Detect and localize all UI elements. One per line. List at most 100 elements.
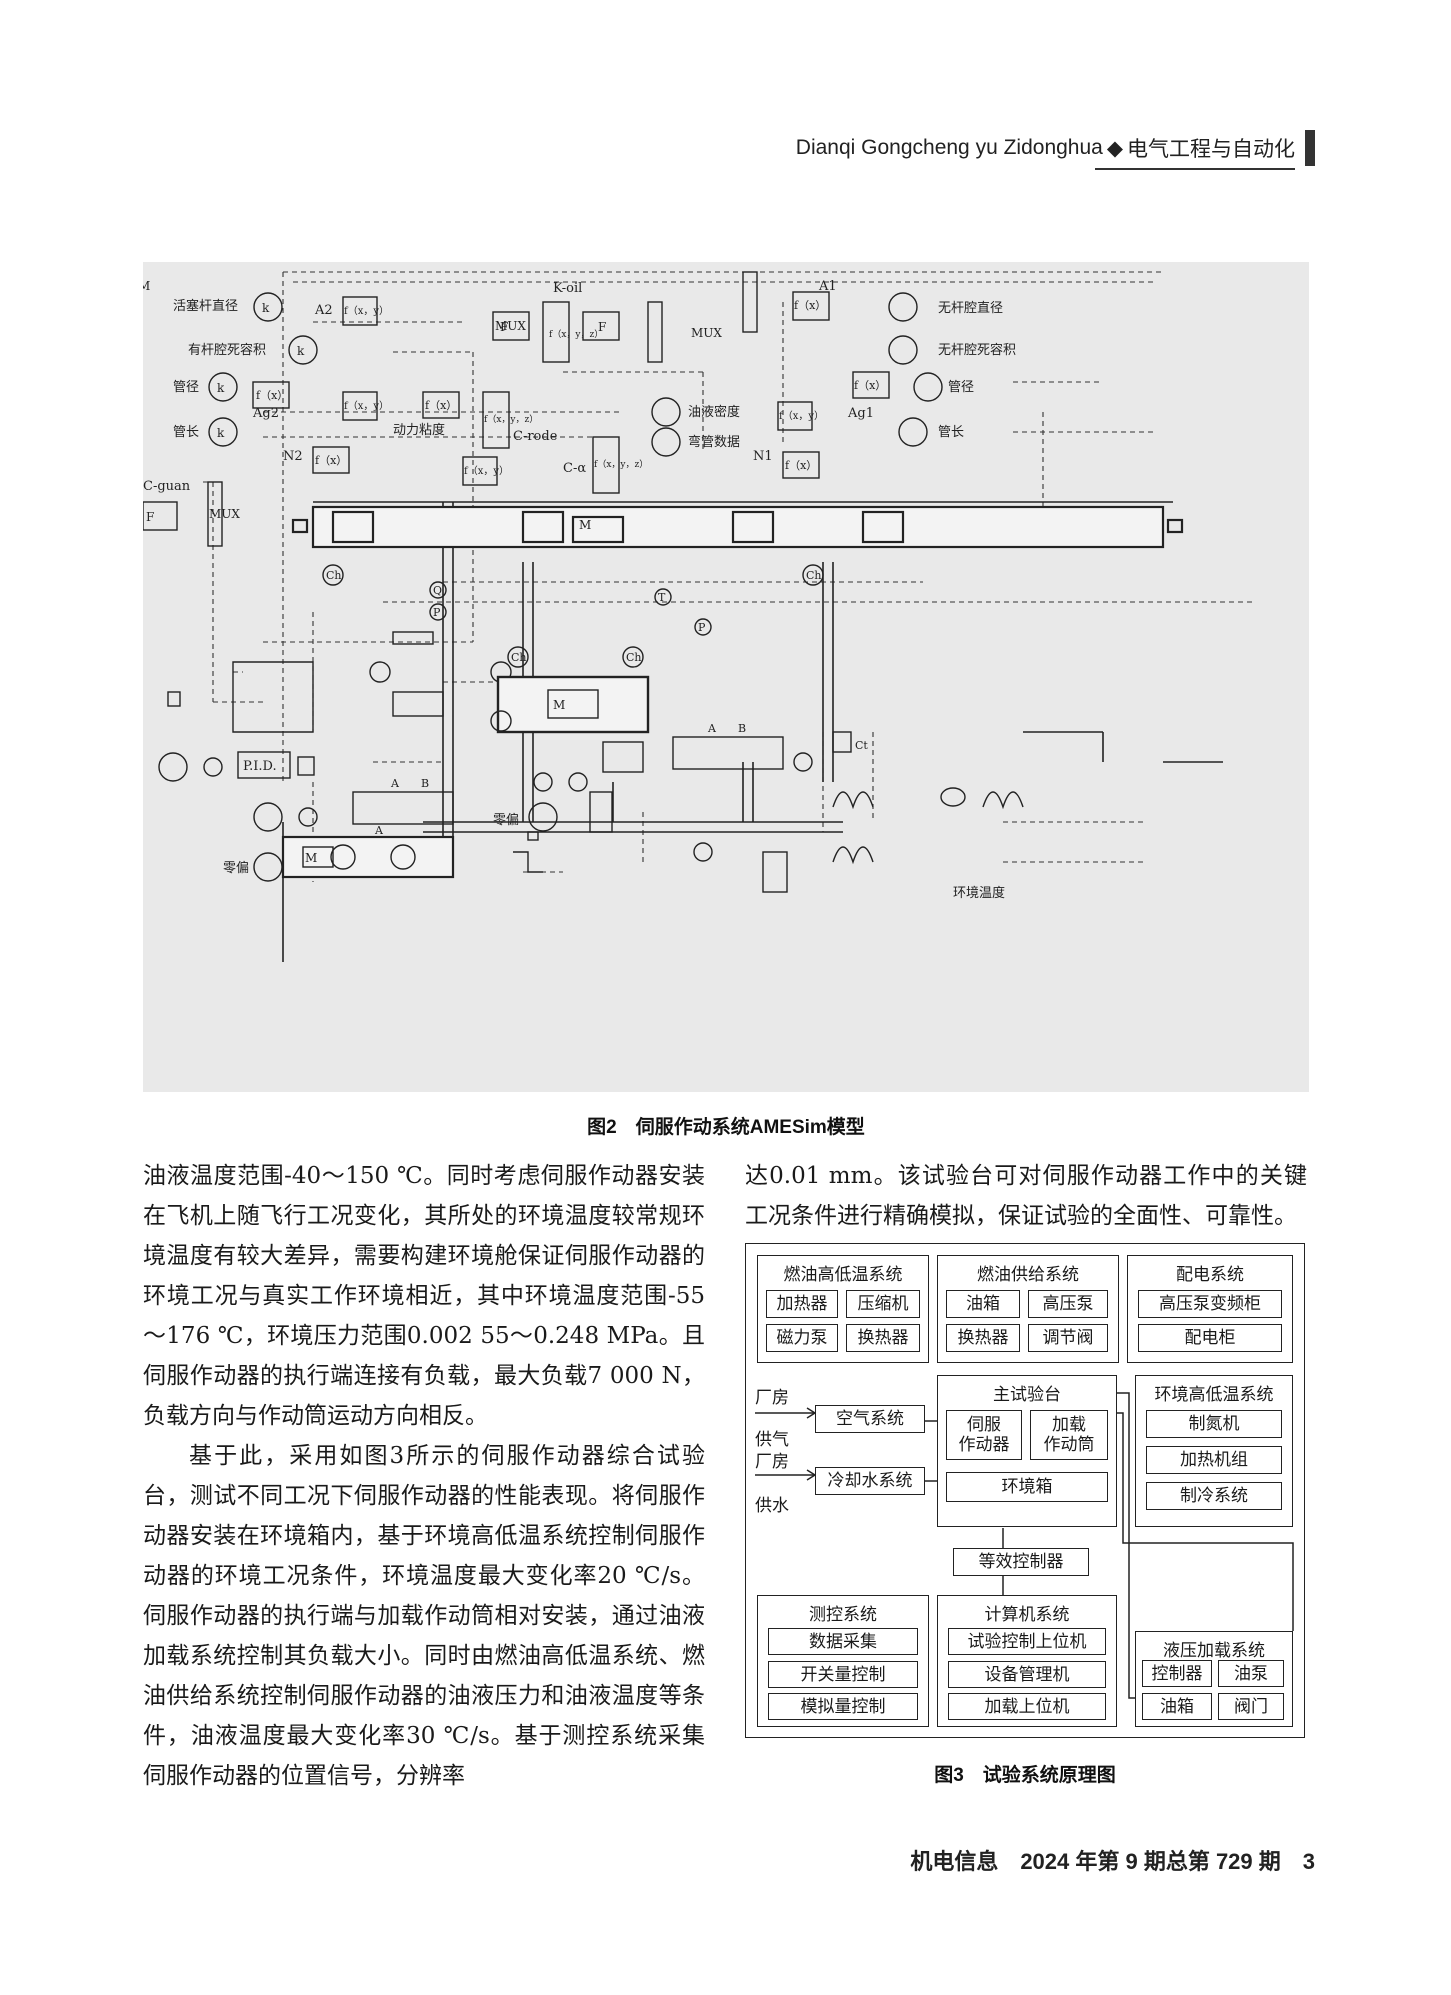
label-t-1: T	[658, 591, 666, 604]
supply-air-label: 供气	[755, 1430, 789, 1450]
fuel-temp-heat-exchanger: 换热器	[846, 1324, 920, 1352]
figure-3-caption: 图3 试验系统原理图	[934, 1765, 1116, 1786]
label-k-1: k	[262, 301, 270, 315]
label-k-2: k	[297, 344, 305, 358]
main-test-bench: 主试验台 伺服 作动器 加载 作动筒 环境箱	[937, 1375, 1117, 1527]
label-zero-bias-left: 零偏	[223, 861, 249, 876]
label-b-valve-2: B	[421, 777, 429, 790]
hydraulic-load-system: 液压加载系统 控制器 油泵 油箱 阀门	[1135, 1631, 1293, 1727]
measure-switch-ctrl: 开关量控制	[768, 1661, 918, 1688]
label-n2: N2	[283, 449, 303, 464]
fuel-supply-heat-exchanger: 换热器	[946, 1324, 1020, 1352]
measure-control-system: 测控系统 数据采集 开关量控制 模拟量控制	[757, 1595, 929, 1727]
label-fx-4: f（x）	[785, 459, 817, 472]
power-title: 配电系统	[1176, 1265, 1244, 1285]
hydraulic-pump: 油泵	[1218, 1660, 1284, 1687]
label-ag1: Ag1	[847, 406, 874, 421]
label-m-servo: M	[579, 518, 591, 532]
power-distribution-cabinet: 配电柜	[1138, 1324, 1282, 1352]
computer-load-host: 加载上位机	[948, 1693, 1106, 1720]
computer-test-host: 试验控制上位机	[948, 1628, 1106, 1655]
label-oil-density: 油液密度	[688, 404, 740, 420]
body-right-column: 达0.01 mm。该试验台可对伺服作动器工作中的关键工况条件进行精确模拟，保证试…	[745, 1156, 1307, 1236]
label-f-2: F	[500, 320, 508, 334]
hydraulic-tank: 油箱	[1142, 1693, 1212, 1720]
label-piston-rod-dia: 活塞杆直径	[173, 298, 238, 314]
diamond-icon: ◆	[1106, 136, 1123, 160]
label-mux-2: MUX	[691, 326, 722, 340]
fuel-supply-system: 燃油供给系统 油箱 高压泵 换热器 调节阀	[937, 1255, 1119, 1363]
label-a2: A2	[314, 303, 333, 318]
env-temp-title: 环境高低温系统	[1154, 1385, 1274, 1405]
hydraulic-valve: 阀门	[1218, 1693, 1284, 1720]
computer-device-mgr: 设备管理机	[948, 1661, 1106, 1688]
label-a-valve: A	[707, 722, 717, 735]
label-env-temp: 环境温度	[953, 885, 1005, 901]
running-header: Dianqi Gongcheng yu Zidonghua ◆ 电气工程与自动化	[770, 128, 1315, 170]
fuel-temp-system: 燃油高低温系统 加热器 压缩机 磁力泵 换热器	[757, 1255, 929, 1363]
fuel-temp-title: 燃油高低温系统	[783, 1265, 903, 1285]
label-rodless-dia: 无杆腔直径	[938, 301, 1003, 316]
computer-system: 计算机系统 试验控制上位机 设备管理机 加载上位机	[937, 1595, 1117, 1727]
body-paragraph-2: 基于此，采用如图3所示的伺服作动器综合试验台，测试不同工况下伺服作动器的性能表现…	[143, 1443, 705, 1789]
main-bench-servo-actuator: 伺服 作动器	[946, 1410, 1022, 1460]
label-q: Q	[433, 584, 442, 597]
fuel-supply-hp-pump: 高压泵	[1028, 1290, 1108, 1318]
power-vfd-cabinet: 高压泵变频柜	[1138, 1290, 1282, 1318]
label-fxyz-1: f（x，y，z）	[484, 414, 538, 425]
body-left-column: 油液温度范围-40～150 ℃。同时考虑伺服作动器安装在飞机上随飞行工况变化，其…	[143, 1156, 705, 1796]
fuel-supply-tank: 油箱	[946, 1290, 1020, 1318]
label-ch-3: Ch	[511, 651, 527, 664]
label-mux-1: MUX	[495, 319, 526, 333]
label-ct: Ct	[855, 739, 868, 752]
label-a-pump: A	[374, 824, 384, 837]
label-m-legend: M	[143, 279, 150, 293]
label-n1: N1	[753, 449, 773, 464]
power-system: 配电系统 高压泵变频柜 配电柜	[1127, 1255, 1293, 1363]
label-fxy-3: f（x，y）	[464, 465, 509, 477]
measure-title: 测控系统	[809, 1605, 877, 1625]
plant-label-water: 厂房	[755, 1452, 789, 1472]
label-fxyz-3: f（x，y，z）	[549, 329, 603, 340]
label-fxy-1: f（x，y）	[344, 305, 389, 317]
label-fxy-4: f（x，y）	[779, 410, 824, 422]
label-pipe-dia-left: 管径	[173, 380, 199, 395]
header-bar	[1305, 130, 1315, 166]
label-ch-4: Ch	[626, 651, 642, 664]
env-temp-system: 环境高低温系统 制氮机 加热机组 制冷系统	[1135, 1375, 1293, 1527]
cooling-water-system: 冷却水系统	[815, 1467, 925, 1495]
fuel-temp-compressor: 压缩机	[846, 1290, 920, 1318]
label-b-valve: B	[738, 722, 746, 735]
main-bench-title: 主试验台	[993, 1385, 1061, 1405]
label-f-3: F	[598, 320, 606, 334]
figure-2-diagram: 活塞杆直径 有杆腔死容积 管径 管长 C-guan A2 Ag2 N2 K-oi…	[143, 262, 1309, 1092]
body-paragraph-1: 油液温度范围-40～150 ℃。同时考虑伺服作动器安装在飞机上随飞行工况变化，其…	[143, 1163, 705, 1429]
hydraulic-title: 液压加载系统	[1163, 1641, 1265, 1661]
plant-label-air: 厂房	[755, 1388, 789, 1408]
label-m-load: M	[553, 698, 565, 712]
supply-water-label: 供水	[755, 1496, 789, 1516]
label-fx-1: f（x）	[256, 389, 288, 402]
label-fx-2: f（x）	[315, 454, 347, 467]
label-fxyz-2: f（x，y，z）	[594, 459, 648, 470]
body-paragraph-3: 达0.01 mm。该试验台可对伺服作动器工作中的关键工况条件进行精确模拟，保证试…	[745, 1163, 1307, 1229]
measure-analog-ctrl: 模拟量控制	[768, 1693, 918, 1720]
label-fxy-2: f（x，y）	[344, 400, 389, 412]
label-pid: P.I.D.	[243, 759, 277, 774]
label-ch-1: Ch	[326, 569, 342, 582]
fuel-supply-title: 燃油供给系统	[977, 1265, 1079, 1285]
label-c-rode: C-rode	[513, 429, 558, 444]
env-temp-nitrogen: 制氮机	[1146, 1410, 1282, 1438]
journal-title-cn: 电气工程与自动化	[1127, 138, 1295, 161]
label-pipe-len-right: 管长	[938, 425, 964, 440]
main-bench-env-box: 环境箱	[946, 1472, 1108, 1502]
label-pipe-len-left: 管长	[173, 425, 199, 440]
page-footer: 机电信息 2024 年第 9 期总第 729 期 3	[910, 1849, 1315, 1874]
label-ch-2: Ch	[806, 569, 822, 582]
fig3-connectors	[755, 1392, 1294, 1699]
label-f-1: F	[146, 510, 154, 524]
label-fx-5: f（x）	[854, 379, 886, 392]
journal-pinyin: Dianqi Gongcheng yu Zidonghua	[795, 136, 1103, 159]
label-mux-3: MUX	[209, 507, 240, 521]
main-bench-load-cylinder: 加载 作动筒	[1030, 1410, 1108, 1460]
